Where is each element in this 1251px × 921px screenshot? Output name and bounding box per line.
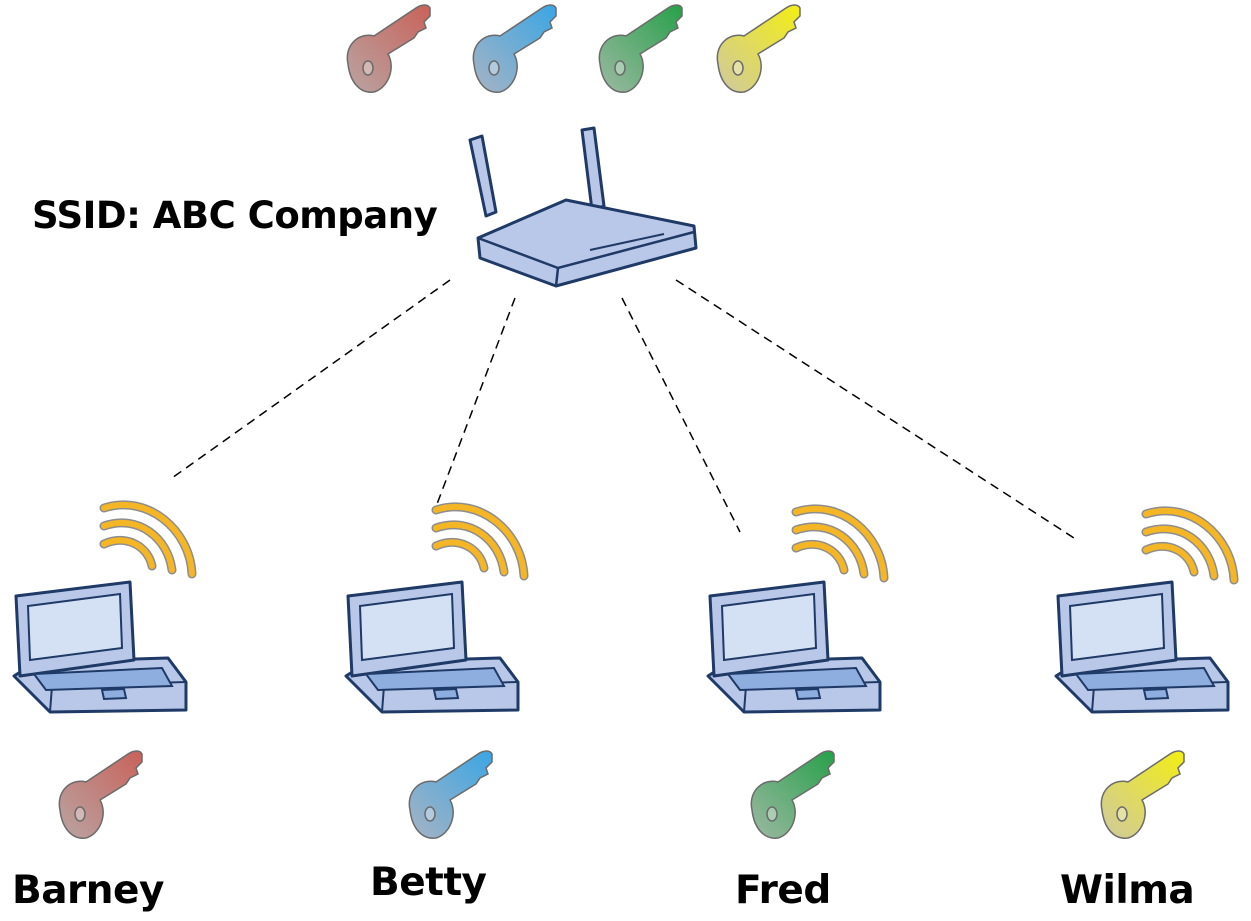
laptop-betty-icon <box>344 580 520 714</box>
key-barney-red-icon <box>58 750 143 839</box>
wifi-waves-wilma-icon <box>1146 511 1234 580</box>
ap-key-yellow-icon <box>716 4 801 93</box>
laptop-fred-icon <box>706 580 882 714</box>
laptop-barney-icon <box>12 580 188 714</box>
ap-key-blue-icon <box>472 4 557 93</box>
key-wilma-yellow-icon <box>1100 750 1185 839</box>
wifi-waves-barney-icon <box>104 505 192 574</box>
link-line-wilma <box>675 279 1075 539</box>
laptop-wilma-icon <box>1054 580 1230 714</box>
link-line-barney <box>171 279 451 479</box>
client-name-barney: Barney <box>12 868 164 913</box>
key-fred-green-icon <box>750 750 835 839</box>
client-name-betty: Betty <box>370 860 487 905</box>
ap-key-green-icon <box>598 4 683 93</box>
client-name-fred: Fred <box>735 868 831 913</box>
wifi-waves-fred-icon <box>796 509 884 578</box>
link-line-betty <box>433 297 516 513</box>
ssid-label: SSID: ABC Company <box>32 194 438 237</box>
router-icon <box>468 126 698 288</box>
ap-key-red-icon <box>346 4 431 93</box>
wifi-waves-betty-icon <box>436 507 524 576</box>
link-line-fred <box>621 297 741 533</box>
key-betty-blue-icon <box>408 750 493 839</box>
client-name-wilma: Wilma <box>1060 868 1195 913</box>
